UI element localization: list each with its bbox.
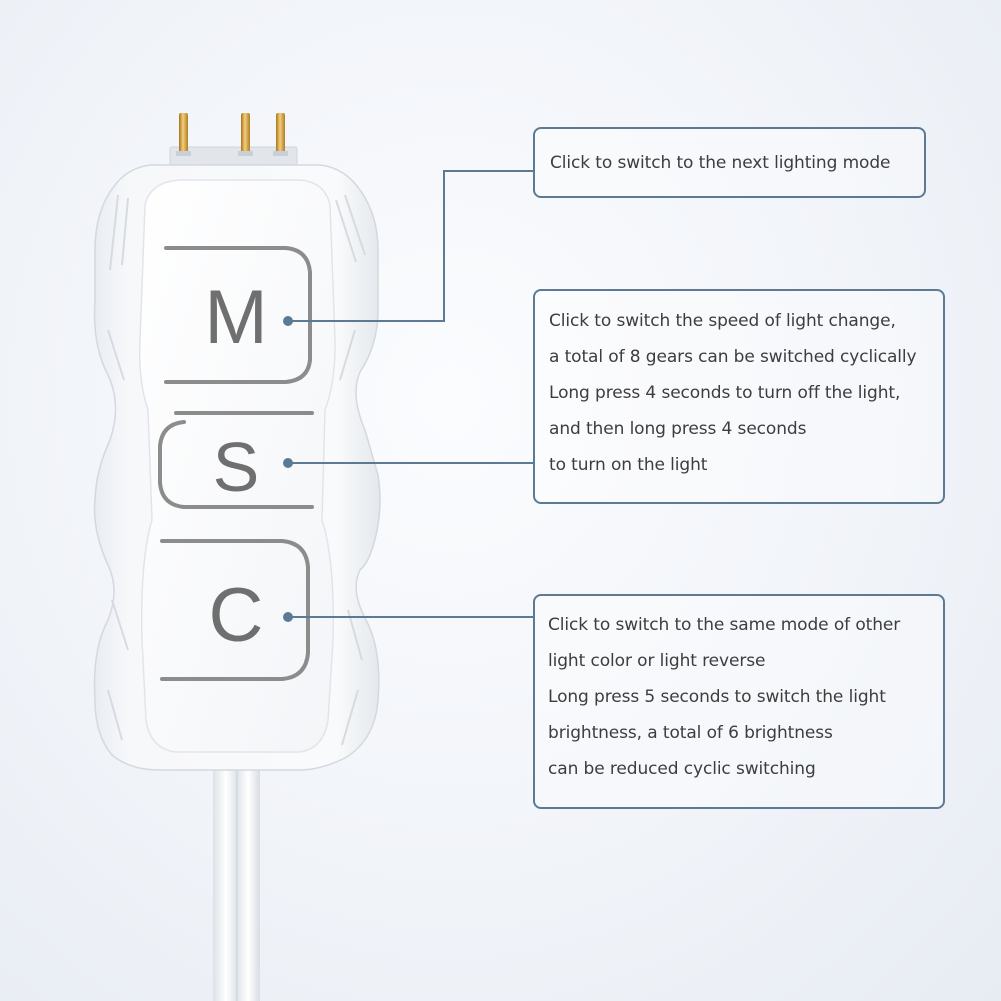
- s-button-label: S: [213, 428, 260, 506]
- callout-m-button: Click to switch to the next lighting mod…: [533, 127, 926, 198]
- side-ridges-left: [107, 194, 129, 741]
- callout-c-line-5: can be reduced cyclic switching: [548, 759, 816, 779]
- callout-s-line-4: and then long press 4 seconds: [549, 419, 807, 439]
- callout-s-line-5: to turn on the light: [549, 455, 708, 475]
- callout-c-line-3: Long press 5 seconds to switch the light: [548, 687, 886, 707]
- callout-c-button: Click to switch to the same mode of othe…: [533, 594, 945, 809]
- callout-c-line-4: brightness, a total of 6 brightness: [548, 723, 833, 743]
- c-button[interactable]: [160, 539, 310, 681]
- connector-pins: [169, 113, 298, 170]
- callout-s-button: Click to switch the speed of light chang…: [533, 289, 945, 504]
- callout-s-line-2: a total of 8 gears can be switched cycli…: [549, 347, 917, 367]
- leader-lines: [288, 170, 533, 618]
- leader-dot-c: [283, 612, 293, 622]
- leader-dot-m: [283, 316, 293, 326]
- cable: [213, 745, 260, 1001]
- side-ridges-right: [335, 194, 366, 746]
- leader-dots: [283, 316, 293, 622]
- callout-s-line-3: Long press 4 seconds to turn off the lig…: [549, 383, 901, 403]
- button-outlines: [158, 246, 314, 681]
- leader-dot-s: [283, 458, 293, 468]
- callout-m-line-1: Click to switch to the next lighting mod…: [550, 153, 891, 173]
- c-button-label: C: [209, 573, 264, 658]
- callout-c-line-2: light color or light reverse: [548, 651, 766, 671]
- leader-line-m: [288, 170, 533, 322]
- m-button-label: M: [204, 275, 267, 360]
- callout-c-line-1: Click to switch to the same mode of othe…: [548, 615, 901, 635]
- m-button[interactable]: [162, 246, 312, 384]
- callout-s-line-1: Click to switch the speed of light chang…: [549, 311, 896, 331]
